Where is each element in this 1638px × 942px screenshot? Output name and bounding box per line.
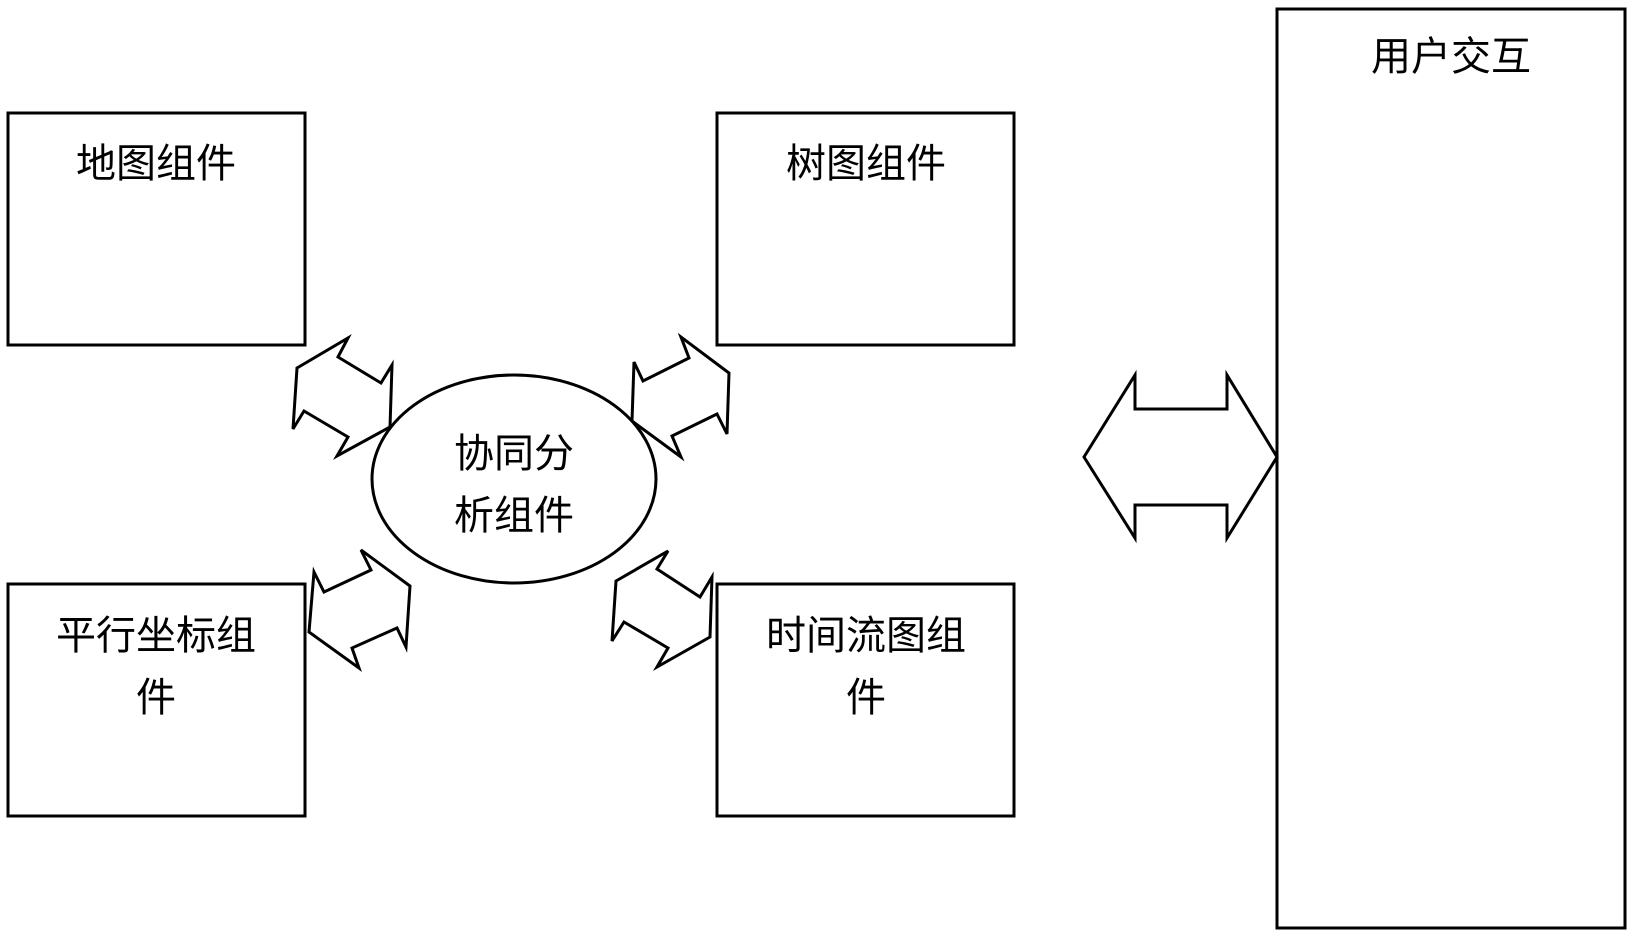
double-arrow-tree-collab-icon [630, 332, 731, 462]
user-interaction-node: 用户交互 [1275, 7, 1627, 930]
parallel-coordinates-label-line2: 件 [136, 675, 176, 721]
collaborative-analysis-label-line2: 析组件 [454, 493, 574, 539]
timeflow-component-box [715, 582, 1016, 818]
double-arrow-parallel-collab-icon [307, 548, 412, 673]
map-component-box [6, 111, 307, 347]
tree-component-box [715, 111, 1016, 347]
user-interaction-box [1275, 7, 1627, 930]
user-interaction-label: 用户交互 [1371, 34, 1531, 80]
double-arrow-map-collab-icon [291, 334, 394, 460]
double-arrow-timeflow-collab-icon [610, 549, 714, 672]
collaborative-analysis-node: 协同分 析组件 [370, 373, 658, 585]
collaborative-analysis-label-line1: 协同分 [454, 431, 574, 477]
parallel-coordinates-box [6, 582, 307, 818]
map-component-node: 地图组件 [6, 111, 307, 347]
timeflow-component-node: 时间流图组 件 [715, 582, 1016, 818]
timeflow-component-label-line2: 件 [846, 675, 886, 721]
parallel-coordinates-node: 平行坐标组 件 [6, 582, 307, 818]
tree-component-label: 树图组件 [786, 141, 946, 187]
parallel-coordinates-label-line1: 平行坐标组 [56, 613, 256, 659]
timeflow-component-label-line1: 时间流图组 [766, 613, 966, 659]
double-arrow-user-interaction-icon [1082, 369, 1279, 544]
collaborative-analysis-ellipse [370, 373, 658, 585]
map-component-label: 地图组件 [76, 141, 236, 187]
tree-component-node: 树图组件 [715, 111, 1016, 347]
